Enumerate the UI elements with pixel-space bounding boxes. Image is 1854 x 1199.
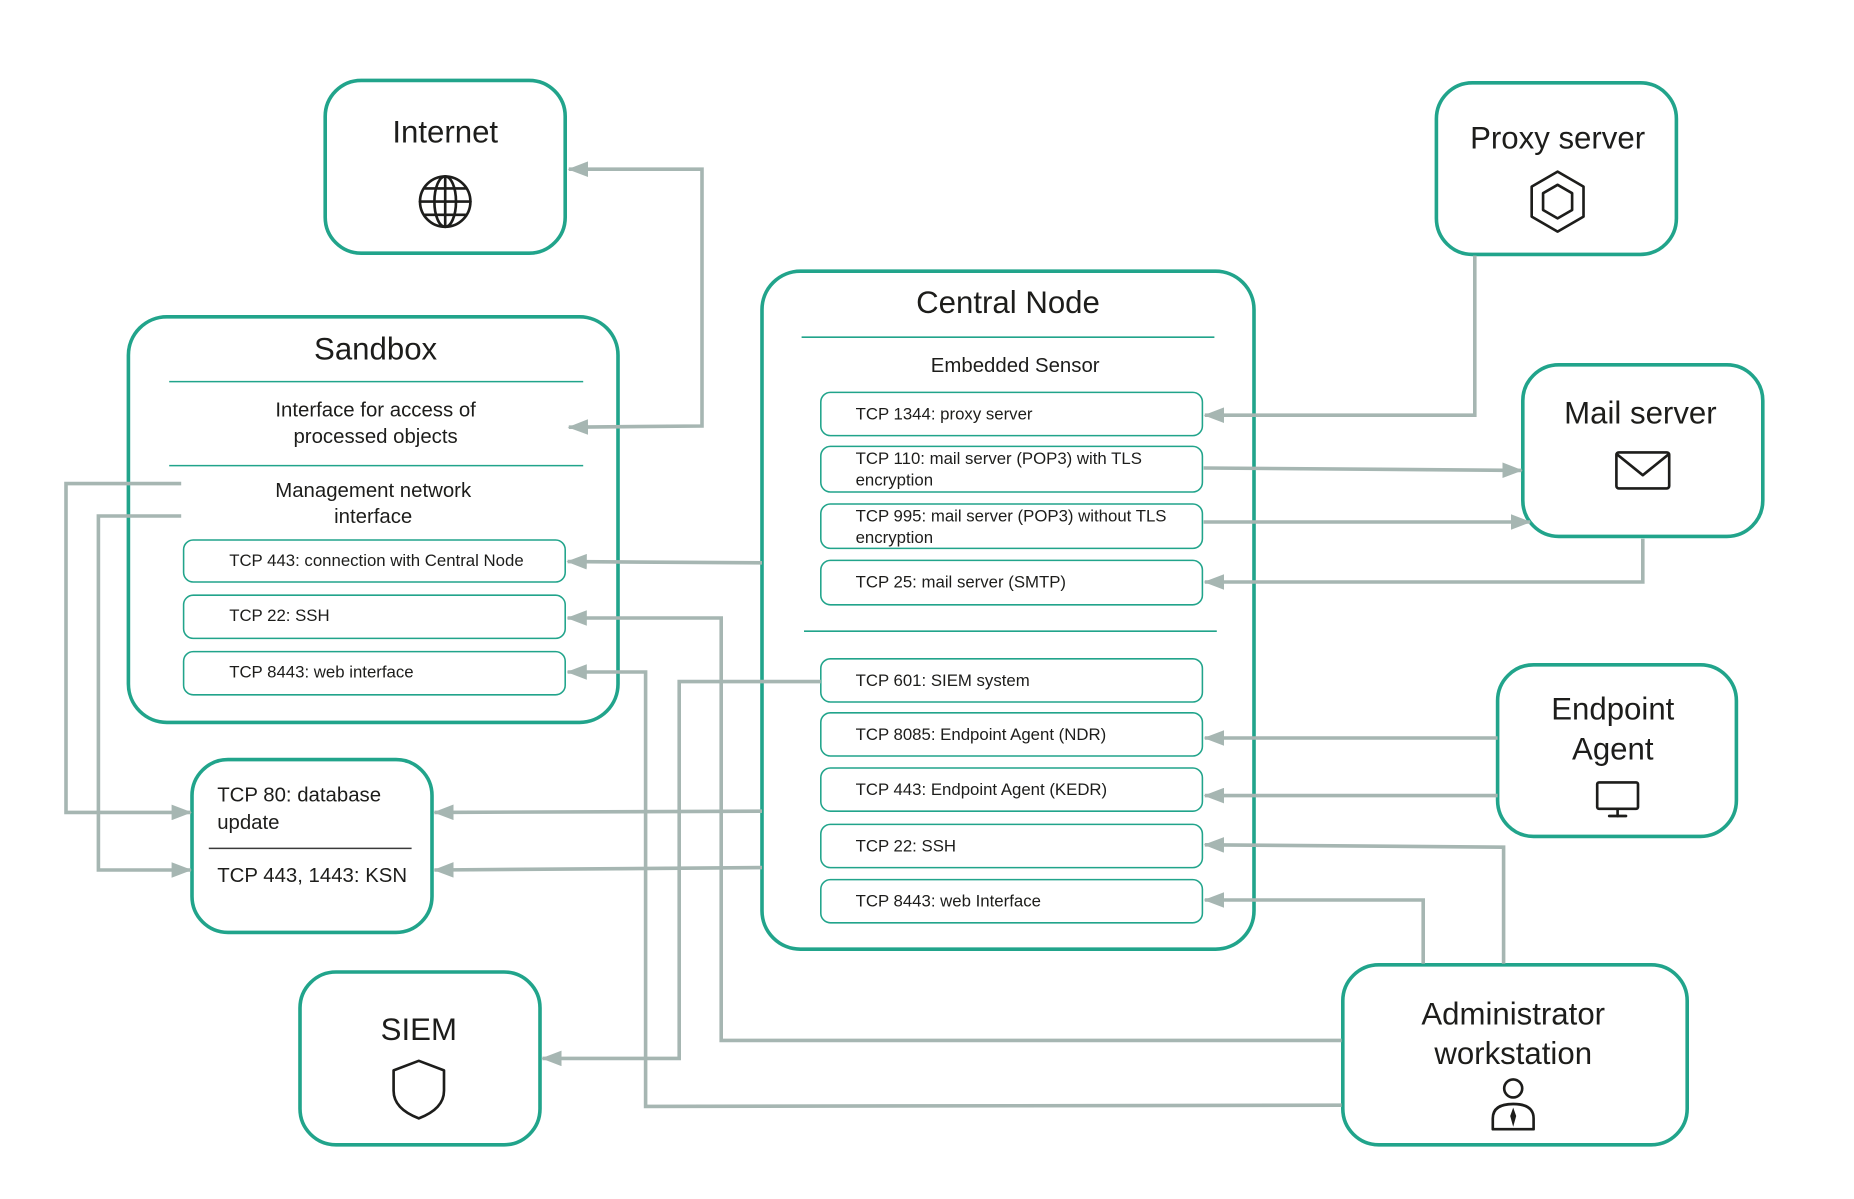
sensor-port-box [820,391,1204,437]
central-node: Central Node Embedded Sensor TCP 1344: p… [760,269,1256,951]
connector-central-node-to-sandbox-tcp-443 [566,553,763,570]
connector-sandbox-management-to-database-update [64,481,193,821]
endpoint-agent-node: Endpoint Agent [1495,662,1739,839]
administrator-workstation-title-line-1: Administrator [1421,996,1605,1031]
connector-admin-to-central-tcp-8443 [1203,892,1425,964]
siem-box [298,970,542,1147]
connector-admin-to-central-tcp-22 [1203,837,1506,964]
endpoint-agent-title-line-2: Agent [1572,731,1654,766]
sensor-port-box [820,503,1204,550]
proxy-server-node: Proxy server [1434,80,1679,257]
ksn-label: TCP 443, 1443: KSN [217,865,407,887]
sensor-port-label: TCP 995: mail server (POP3) without TLS [856,506,1167,525]
administrator-workstation-box [1340,962,1689,1147]
proxy-server-title: Proxy server [1470,120,1645,155]
sensor-port-label: encryption [856,470,933,489]
connector-central-node-to-ksn [433,862,763,878]
sensor-port-label: encryption [856,528,933,547]
update-services-box [190,757,434,935]
hexagon-icon [1530,170,1585,233]
sandbox-management-interface-line-1: Management network [275,480,472,502]
internet-node: Internet [323,78,568,255]
central-port-box [820,767,1204,812]
central-port-box [820,712,1204,757]
sensor-port-box [820,445,1204,493]
sensor-port-label: TCP 25: mail server (SMTP) [856,572,1066,591]
sandbox-port-label: TCP 443: connection with Central Node [229,551,523,570]
database-update-line-2: update [217,812,279,834]
sandbox-port-box [182,594,566,640]
connector-admin-to-sandbox-tcp-8443 [566,664,1342,1109]
central-node-title: Central Node [916,285,1100,320]
central-port-box [820,823,1204,869]
central-port-label: TCP 8443: web Interface [856,892,1041,911]
sandbox-port-box [182,539,566,583]
envelope-icon [1615,451,1671,490]
administrator-workstation-node: Administrator workstation [1340,962,1689,1147]
connector-mail-server-to-tcp-25 [1203,538,1645,590]
proxy-server-box [1434,80,1679,257]
embedded-sensor-title: Embedded Sensor [931,355,1100,377]
connector-central-node-to-database-update [433,804,763,821]
sandbox-management-interface-line-2: interface [334,506,412,528]
sandbox-title: Sandbox [314,332,438,367]
mail-server-box [1520,362,1765,539]
sandbox-access-interface-line-1: Interface for access of [275,399,476,421]
mail-server-node: Mail server [1520,362,1765,539]
sensor-port-label: TCP 110: mail server (POP3) with TLS [856,449,1142,468]
endpoint-agent-title-line-1: Endpoint [1551,692,1674,727]
sandbox-access-interface-line-2: processed objects [293,426,457,448]
internet-box [323,78,568,255]
central-port-label: TCP 8085: Endpoint Agent (NDR) [856,725,1107,744]
central-port-label: TCP 443: Endpoint Agent (KEDR) [856,780,1108,799]
connector-admin-to-sandbox-tcp-22 [566,610,1342,1043]
connector-proxy-to-tcp-1344 [1203,255,1477,423]
connector-sandbox-management-to-ksn [96,514,193,878]
siem-node: SIEM [298,970,542,1147]
update-services-node: TCP 80: database update TCP 443, 1443: K… [190,757,434,935]
user-icon [1491,1078,1535,1131]
sandbox-port-label: TCP 22: SSH [229,606,329,625]
connector-sandbox-access-internet [567,161,704,435]
shield-icon [392,1059,446,1120]
internet-title: Internet [392,114,498,149]
sensor-port-box [820,559,1204,606]
database-update-line-1: TCP 80: database [217,785,381,807]
central-port-box [820,878,1204,924]
monitor-icon [1595,781,1640,818]
connectors [64,161,1645,1109]
mail-server-title: Mail server [1564,395,1717,430]
sandbox-port-label: TCP 8443: web interface [229,662,413,681]
endpoint-agent-box [1495,662,1739,839]
siem-title: SIEM [381,1012,457,1047]
sandbox-node: Sandbox Interface for access of processe… [126,314,620,725]
sensor-port-label: TCP 1344: proxy server [856,404,1033,423]
connector-tcp-110-to-mail-server [1203,462,1523,479]
administrator-workstation-title-line-2: workstation [1433,1036,1592,1071]
central-port-label: TCP 22: SSH [856,836,956,855]
sandbox-port-box [182,650,566,696]
central-port-label: TCP 601: SIEM system [856,671,1030,690]
globe-icon [418,175,472,229]
